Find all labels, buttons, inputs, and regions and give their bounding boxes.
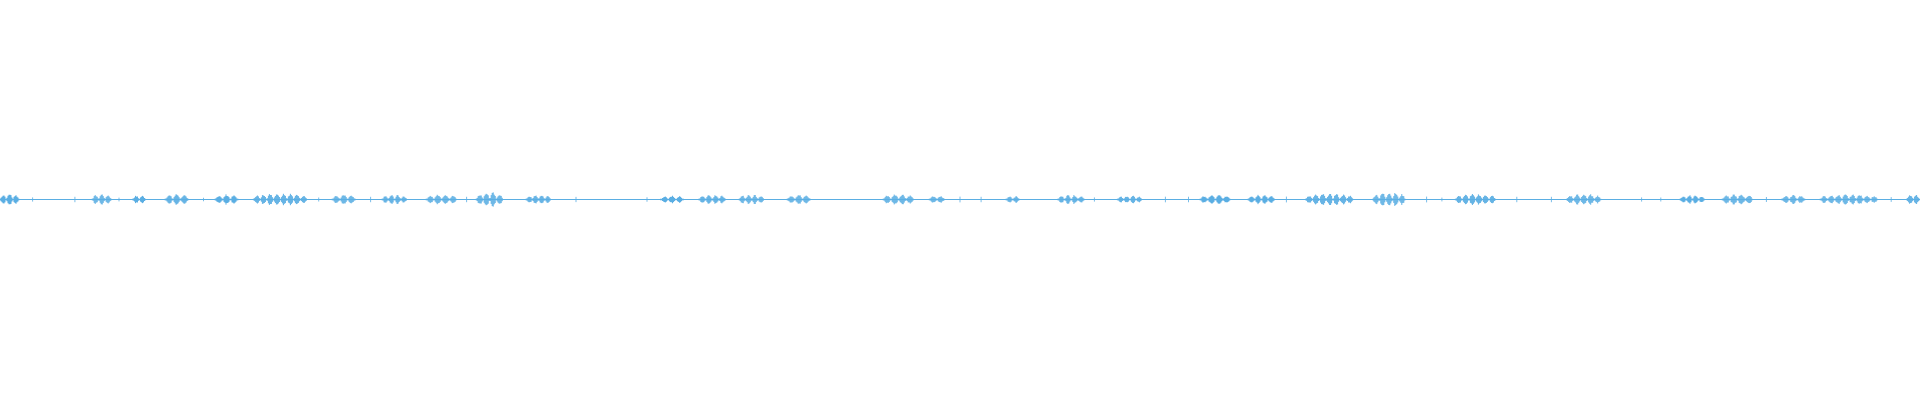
waveform-bursts: [0, 192, 1920, 207]
